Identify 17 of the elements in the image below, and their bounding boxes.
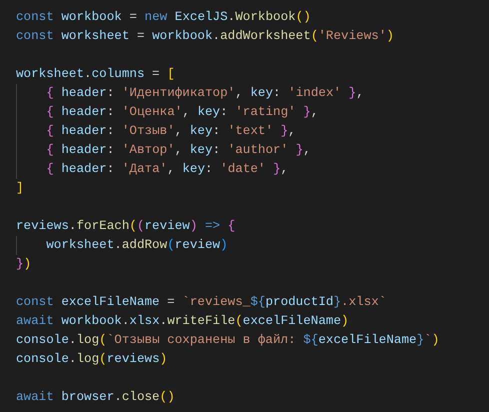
code-line: const worksheet = workbook.addWorksheet('Reviews') [16, 28, 394, 45]
code-line: await browser.close() [16, 389, 175, 406]
code-line: const excelFileName = `reviews_${productId}.xlsx` [16, 294, 386, 311]
code-line: ] [16, 180, 24, 197]
code-line: await workbook.xlsx.writeFile(excelFileName) [16, 313, 349, 330]
code-line: reviews.forEach((review) => { [16, 218, 236, 235]
code-line: { header: 'Оценка', key: 'rating' }, [45, 104, 318, 121]
code-line: }) [16, 256, 32, 273]
code-line: { header: 'Автор', key: 'author' }, [45, 142, 311, 159]
code-line: console.log(`Отзывы сохранены в файл: ${excelFileName}`) [16, 332, 440, 349]
code-line: { header: 'Идентификатор', key: 'index' }, [45, 85, 364, 102]
code-line: { header: 'Отзыв', key: 'text' }, [45, 123, 296, 140]
code-line: const workbook = new ExcelJS.Workbook() [16, 9, 311, 26]
code-line: { header: 'Дата', key: 'date' }, [45, 161, 288, 178]
code-line: worksheet.addRow(review) [45, 237, 228, 254]
code-line: worksheet.columns = [ [16, 66, 175, 83]
code-line: console.log(reviews) [16, 351, 168, 368]
